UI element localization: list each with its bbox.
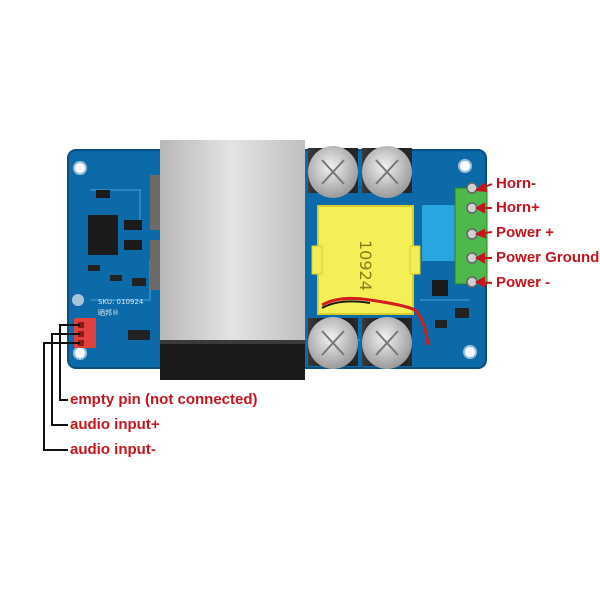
capacitor-top-left — [308, 146, 358, 198]
label-audio-input-plus: audio input+ — [70, 416, 160, 433]
capacitor-top-right — [362, 146, 412, 198]
transformer-marking: 10924 — [356, 240, 375, 291]
sku-silkscreen: SKU: 010924 — [98, 298, 144, 306]
capacitor-bottom-left — [308, 317, 358, 369]
right-components — [432, 280, 469, 328]
terminal-arrows — [474, 182, 493, 288]
left-components — [72, 175, 162, 340]
vendor-silkscreen: 晒邦® — [98, 308, 119, 317]
heatsink — [160, 140, 305, 380]
label-power-minus: Power - — [496, 274, 551, 291]
label-audio-input-minus: audio input- — [70, 441, 156, 458]
audio-leader-lines — [43, 324, 80, 451]
label-power-ground: Power Ground — [496, 249, 600, 266]
capacitor-bottom-right — [362, 317, 412, 369]
label-horn-minus: Horn- — [496, 175, 536, 192]
transformer — [311, 205, 421, 315]
film-capacitor — [422, 205, 458, 261]
red-wire — [321, 296, 430, 346]
label-horn-plus: Horn+ — [496, 199, 540, 216]
label-empty-pin: empty pin (not connected) — [70, 391, 258, 408]
label-power-plus: Power + — [496, 224, 554, 241]
